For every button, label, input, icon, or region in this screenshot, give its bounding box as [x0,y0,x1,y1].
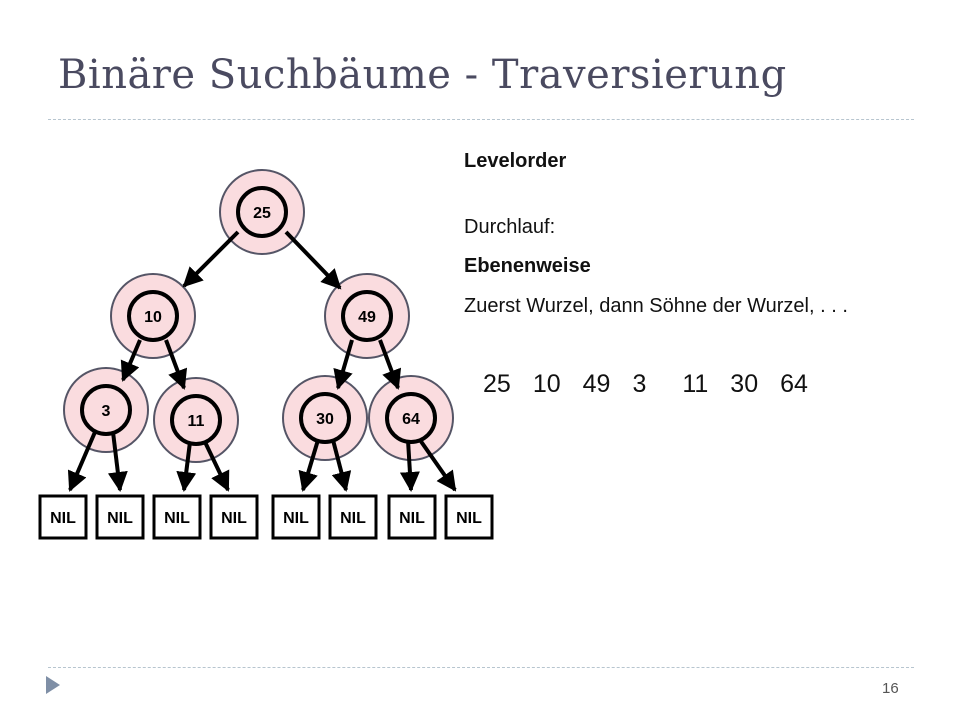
traversal-line-1: Durchlauf: [464,216,556,238]
bottom-divider [48,667,914,668]
nil-label-2: NIL [107,510,133,527]
nil-box-6: NIL [328,494,378,540]
edge-30-nil5 [298,439,320,492]
nil-box-7: NIL [387,494,437,540]
edge-49-30 [333,339,354,390]
edge-64-nil8 [418,438,457,492]
edge-10-3 [120,339,142,382]
page-number: 16 [882,680,899,697]
node-3: 3 [80,384,132,436]
node-10-label: 10 [144,309,162,326]
nil-leaves: NIL NIL NIL NIL NIL NIL NIL NIL [38,494,494,540]
node-11-label: 11 [188,413,205,430]
traversal-line-3: Zuerst Wurzel, dann Söhne der Wurzel, . … [464,295,848,317]
node-30-label: 30 [316,411,334,428]
traversal-line-2: Ebenenweise [464,255,591,277]
nil-label-8: NIL [456,510,482,527]
tree-nodes: 25 10 49 3 11 30 64 [80,186,437,446]
top-divider [48,119,914,120]
sequence-item: 3 [632,370,647,398]
nil-label-5: NIL [283,510,309,527]
edge-11-nil3 [176,441,197,492]
node-25: 25 [236,186,288,238]
edge-30-nil6 [331,439,352,492]
nil-box-2: NIL [95,494,145,540]
sequence-item: 30 [730,370,759,398]
nil-box-1: NIL [38,494,88,540]
edge-49-64 [378,339,402,390]
triangle-bullet-icon [46,676,60,694]
edge-25-10 [182,230,240,288]
nil-label-6: NIL [340,510,366,527]
node-10: 10 [127,290,179,342]
traversal-heading: Levelorder [464,150,567,172]
nil-box-5: NIL [271,494,321,540]
edge-10-11 [164,339,188,390]
node-3-label: 3 [102,403,111,420]
nil-label-1: NIL [50,510,76,527]
edge-3-nil1 [67,431,97,492]
node-49-label: 49 [358,309,376,326]
edge-25-49 [284,230,342,290]
node-25-label: 25 [253,205,271,222]
node-30: 30 [299,392,351,444]
slide-title: Binäre Suchbäume - Traversierung [58,52,787,98]
node-11: 11 [170,394,222,446]
nil-label-7: NIL [399,510,425,527]
nil-label-4: NIL [221,510,247,527]
node-64-label: 64 [402,411,420,428]
node-49: 49 [341,290,393,342]
edge-3-nil2 [107,431,128,492]
edge-64-nil7 [399,439,420,492]
nil-box-8: NIL [444,494,494,540]
nil-box-3: NIL [152,494,202,540]
node-64: 64 [385,392,437,444]
nil-label-3: NIL [164,510,190,527]
sequence-item: 11 [682,370,709,398]
traversal-sequence: 25 10 49 3 11 30 64 [483,370,808,399]
tree-edges [67,230,457,492]
sequence-item: 49 [582,370,611,398]
sequence-item: 64 [780,370,808,398]
edge-11-nil4 [203,441,230,492]
sequence-item: 25 [483,370,511,398]
nil-box-4: NIL [209,494,259,540]
sequence-item: 10 [532,370,561,398]
